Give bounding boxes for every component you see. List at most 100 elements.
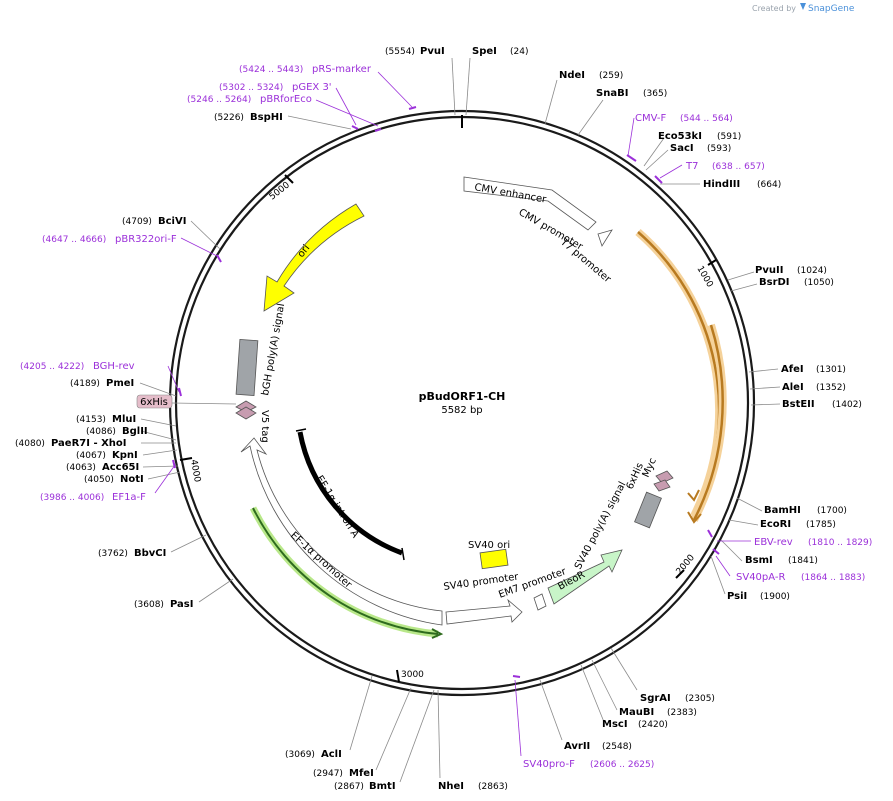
enzyme-name[interactable]: SgrAI: [640, 693, 671, 704]
enzyme-name[interactable]: NheI: [438, 781, 464, 792]
primer-name[interactable]: BGH-rev: [93, 361, 135, 372]
enzyme-name[interactable]: PsiI: [727, 591, 747, 602]
primer-pos: (1810 .. 1829): [808, 538, 872, 548]
enzyme-name[interactable]: AclI: [321, 749, 342, 760]
sv40-polya-feature[interactable]: [634, 491, 662, 529]
enzyme-name[interactable]: PaeR7I - XhoI: [51, 438, 127, 449]
enzyme-name[interactable]: BspHI: [250, 112, 283, 123]
tick-3000: 3000: [396, 669, 424, 683]
enzyme-name[interactable]: MscI: [602, 719, 628, 730]
enzyme-pos: (1700): [817, 506, 847, 516]
enzyme-name[interactable]: MluI: [112, 414, 136, 425]
v5-tag-feature[interactable]: [235, 406, 257, 420]
primer-pos: (5246 .. 5264): [187, 95, 251, 105]
tick-4000: 4000: [179, 457, 202, 484]
enzyme-name[interactable]: BsmI: [745, 555, 773, 566]
enzyme-pos: (2420): [638, 720, 668, 730]
ef1a-intron-feature[interactable]: [297, 431, 403, 556]
ef1a-promoter-feature[interactable]: [240, 437, 443, 626]
enzyme-pos: (2947): [313, 769, 343, 779]
enzyme-pos: (2383): [667, 708, 697, 718]
enzyme-pos: (4709): [122, 217, 152, 227]
enzyme-name[interactable]: PasI: [170, 599, 193, 610]
myc-feature[interactable]: [655, 470, 674, 484]
enzyme-name[interactable]: BsrDI: [759, 277, 790, 288]
sv40-promoter-feature[interactable]: [445, 598, 523, 625]
enzyme-name[interactable]: PvuI: [420, 46, 445, 57]
enzyme-name[interactable]: AfeI: [781, 364, 804, 375]
enzyme-leaders: [139, 57, 781, 783]
sv40-ori-feature[interactable]: [479, 548, 509, 570]
enzyme-pos: (4080): [15, 439, 45, 449]
snapgene-brand: SnapGene: [808, 4, 855, 14]
plasmid-size: 5582 bp: [441, 405, 482, 416]
enzyme-pos: (593): [707, 144, 731, 154]
enzyme-name[interactable]: Acc65I: [102, 462, 139, 473]
primer-name[interactable]: EBV-rev: [754, 537, 793, 548]
primer-name[interactable]: pBRforEco: [260, 94, 312, 105]
enzyme-name[interactable]: BglII: [122, 426, 148, 437]
primer-name[interactable]: pRS-marker: [312, 64, 372, 75]
enzyme-pos: (365): [643, 89, 667, 99]
enzyme-name[interactable]: KpnI: [112, 450, 138, 461]
enzyme-pos: (5554): [385, 47, 415, 57]
ef1a-intron-label: EF-1α intron A: [313, 474, 360, 540]
enzyme-name[interactable]: NotI: [120, 474, 144, 485]
enzyme-pos: (1900): [760, 592, 790, 602]
svg-text:4000: 4000: [188, 459, 202, 484]
enzyme-name[interactable]: AvrII: [564, 741, 590, 752]
enzyme-pos: (664): [757, 180, 781, 190]
primer-name[interactable]: pBR322ori-F: [115, 234, 177, 245]
enzyme-pos: (4086): [86, 427, 116, 437]
enzyme-name[interactable]: MauBI: [619, 707, 654, 718]
enzyme-pos: (24): [510, 47, 528, 57]
primer-pos: (1864 .. 1883): [801, 573, 865, 583]
enzyme-name[interactable]: HindIII: [703, 179, 740, 190]
enzyme-pos: (3069): [285, 750, 315, 760]
enzyme-name[interactable]: SnaBI: [596, 88, 628, 99]
primer-name[interactable]: CMV-F: [635, 113, 666, 124]
enzyme-pos: (2867): [334, 782, 364, 792]
primer-name[interactable]: pGEX 3': [292, 82, 332, 93]
enzyme-name[interactable]: NdeI: [559, 70, 585, 81]
enzyme-name[interactable]: SpeI: [472, 46, 497, 57]
sixhis-right-feature[interactable]: [653, 479, 671, 492]
enzyme-name[interactable]: BstEII: [782, 399, 815, 410]
sv40-polya-label: SV40 poly(A) signal: [573, 480, 629, 571]
enzyme-name[interactable]: PmeI: [106, 378, 134, 389]
created-by-text: Created by: [752, 4, 796, 13]
cmv-enhancer-feature[interactable]: [463, 176, 597, 231]
enzyme-name[interactable]: EcoRI: [760, 519, 791, 530]
enzyme-pos: (591): [717, 132, 741, 142]
primer-name[interactable]: SV40pro-F: [523, 759, 575, 770]
enzyme-pos: (4050): [84, 475, 114, 485]
primer-leaders: [154, 71, 751, 757]
cmv-promoter-feature[interactable]: [597, 229, 613, 247]
orange-arrowhead-1: [687, 489, 700, 502]
primer-pos: (3986 .. 4006): [40, 493, 104, 503]
enzyme-pos: (1050): [804, 278, 834, 288]
bleor-feature[interactable]: [547, 549, 623, 605]
tick-2000: 2000: [675, 553, 697, 579]
ori-feature[interactable]: [263, 203, 365, 312]
backbone-outer: [168, 109, 756, 697]
enzyme-name[interactable]: MfeI: [349, 768, 374, 779]
enzyme-name[interactable]: BmtI: [369, 781, 396, 792]
enzyme-pos: (1402): [832, 400, 862, 410]
enzyme-name[interactable]: BciVI: [158, 216, 186, 227]
enzyme-name[interactable]: BamHI: [764, 505, 801, 516]
enzyme-name[interactable]: AleI: [782, 382, 804, 393]
plasmid-name: pBudORF1-CH: [419, 390, 506, 403]
enzyme-name[interactable]: Eco53kI: [658, 131, 702, 142]
primer-name[interactable]: T7: [685, 161, 698, 172]
enzyme-labels: (5554) PvuI SpeI (24) NdeI (259) SnaBI (…: [15, 46, 862, 792]
bgh-polya-feature[interactable]: [235, 339, 259, 396]
em7-promoter-feature[interactable]: [533, 593, 547, 611]
primer-name[interactable]: EF1a-F: [112, 492, 146, 503]
primer-name[interactable]: SV40pA-R: [736, 572, 785, 583]
sixhis-left-leader: [171, 402, 237, 405]
enzyme-name[interactable]: PvuII: [755, 265, 783, 276]
enzyme-name[interactable]: SacI: [670, 143, 694, 154]
enzyme-name[interactable]: BbvCI: [134, 548, 166, 559]
sixhis-left-label: 6xHis: [140, 397, 168, 408]
